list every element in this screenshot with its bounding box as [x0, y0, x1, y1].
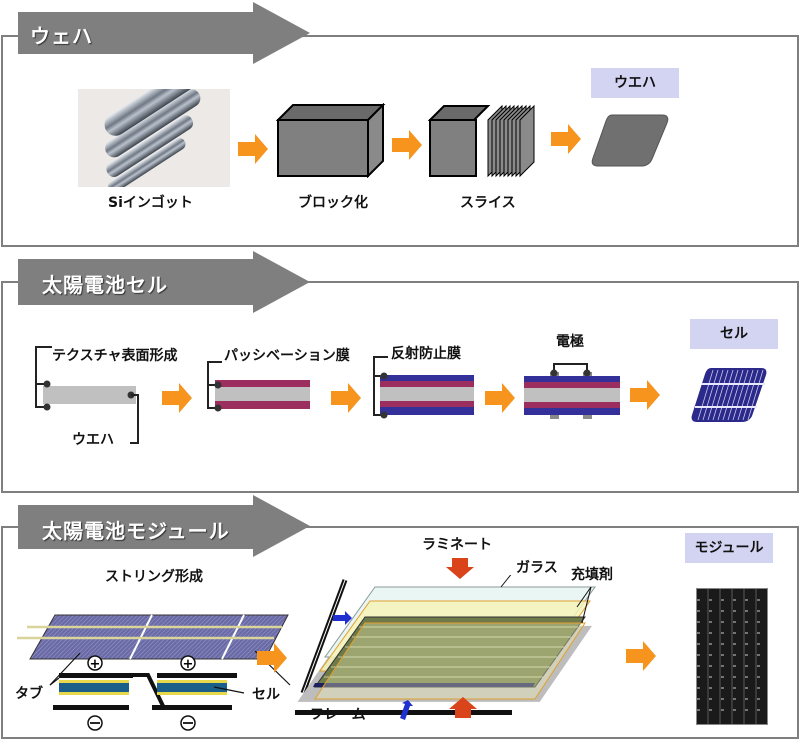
frame-label: フレーム: [310, 707, 366, 723]
svg-text:+: +: [183, 657, 194, 672]
laminate-diagram: [295, 575, 596, 715]
string-label: ストリング形成: [105, 569, 203, 585]
laminate-label: ラミネート: [422, 537, 492, 553]
banner-arrow-shape: [18, 495, 310, 557]
passivation-diagram: [207, 361, 310, 412]
texture-diagram: [35, 346, 139, 444]
slice-shape: [428, 104, 535, 178]
tab-label: タブ: [15, 686, 43, 702]
cell-banner: 太陽電池セル: [18, 251, 313, 313]
flow-arrow-icon: [485, 383, 515, 413]
wafer-result-tag: ウエハ: [591, 68, 679, 98]
cell-result-tag: セル: [690, 319, 778, 349]
flow-arrow-icon: [238, 134, 268, 164]
flow-arrow-icon: [626, 641, 656, 671]
antireflection-diagram: [373, 356, 474, 419]
press-down-arrow-icon: [446, 558, 474, 579]
wafer-banner-title: ウェハ: [30, 24, 93, 48]
flow-arrow-icon: [392, 130, 422, 160]
banner-arrow-shape: [18, 2, 310, 64]
si-ingot-label: Siインゴット: [108, 195, 193, 211]
banner-arrow-shape: [18, 251, 310, 313]
flow-arrow-icon: [162, 383, 192, 413]
glass-label: ガラス: [516, 560, 558, 576]
cell-banner-title: 太陽電池セル: [42, 273, 168, 297]
block-shape: [276, 103, 386, 178]
module-banner: 太陽電池モジュール: [18, 495, 313, 557]
module-result-tag: モジュール: [685, 533, 773, 563]
electrode-diagram: [524, 363, 620, 419]
electrode-label: 電極: [556, 334, 584, 350]
module-banner-title: 太陽電池モジュール: [42, 519, 230, 543]
svg-text:+: +: [90, 657, 101, 672]
flow-arrow-icon: [257, 643, 287, 673]
solar-cell-shape: [691, 368, 767, 422]
wafer-sublabel: ウエハ: [72, 432, 114, 448]
wafer-banner: ウェハ: [18, 2, 313, 64]
si-ingot-image: [78, 89, 230, 187]
flow-arrow-icon: [331, 383, 361, 413]
press-up-arrow-icon: [449, 697, 477, 718]
filler-label: 充填剤: [571, 567, 613, 583]
wafer-shape: [591, 114, 669, 167]
texture-label: テクスチャ表面形成: [52, 348, 178, 364]
flow-arrow-icon: [551, 124, 581, 154]
passivation-label: パッシベーション膜: [224, 348, 350, 364]
frame-insert-arrow-icon: [400, 700, 413, 720]
cell-label: セル: [252, 687, 280, 703]
slice-label: スライス: [460, 195, 516, 211]
flow-arrow-icon: [630, 380, 660, 410]
block-label: ブロック化: [298, 195, 368, 211]
solar-module-image: [696, 588, 768, 725]
antireflection-label: 反射防止膜: [391, 346, 461, 362]
string-forming-diagram: + +: [17, 614, 291, 731]
